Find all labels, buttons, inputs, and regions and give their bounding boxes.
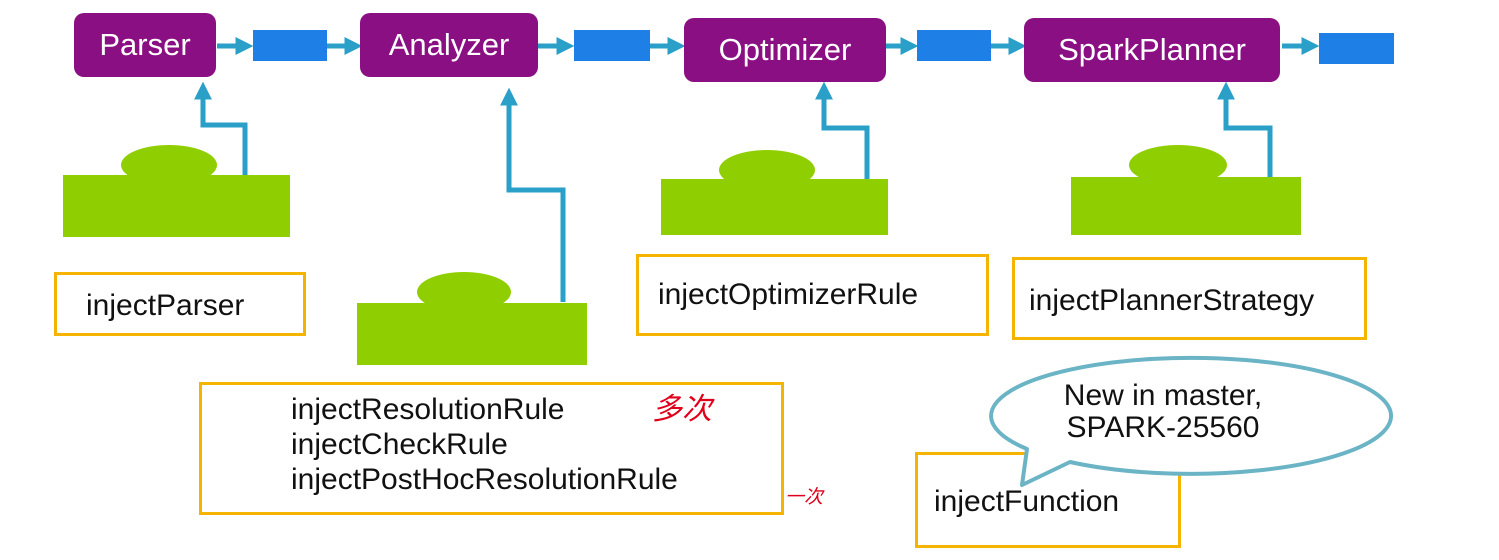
inject-planner-strategy-box: injectPlannerStrategy	[1012, 257, 1367, 340]
callout-text: New in master, SPARK-25560	[1033, 379, 1293, 445]
stage-optimizer: Optimizer	[684, 18, 886, 82]
analyzer-plugin-shape	[357, 272, 587, 365]
stage-parser-label: Parser	[99, 27, 191, 62]
data-box-4	[1319, 33, 1394, 64]
data-box-3	[917, 30, 991, 61]
connector-parser-plug	[194, 81, 248, 180]
stage-sparkplanner-label: SparkPlanner	[1058, 32, 1246, 67]
inject-function-label: injectFunction	[934, 485, 1120, 518]
stage-parser: Parser	[74, 13, 216, 77]
connector-optimizer-plug	[815, 81, 870, 180]
planner-plugin-shape	[1071, 145, 1301, 235]
inject-parser-label: injectParser	[86, 289, 245, 322]
data-box-1	[253, 30, 327, 61]
callout-bubble-outline	[989, 355, 1394, 487]
inject-check-rule-label: injectCheckRule	[291, 427, 508, 461]
stage-sparkplanner: SparkPlanner	[1024, 18, 1280, 82]
stage-analyzer-label: Analyzer	[388, 27, 510, 62]
inject-planner-strategy-label: injectPlannerStrategy	[1029, 284, 1315, 317]
stage-analyzer: Analyzer	[360, 13, 538, 77]
inject-optimizer-rule-label: injectOptimizerRule	[658, 278, 919, 311]
parser-plugin-shape	[63, 145, 290, 237]
callout-line-2: SPARK-25560	[1066, 411, 1260, 445]
inject-post-hoc-resolution-rule-label: injectPostHocResolutionRule	[291, 462, 678, 496]
inject-parser-box: injectParser	[54, 272, 306, 336]
inject-optimizer-rule-box: injectOptimizerRule	[636, 254, 989, 336]
inject-resolution-rule-label: injectResolutionRule	[291, 393, 565, 426]
stage-optimizer-label: Optimizer	[718, 32, 852, 67]
optimizer-plugin-shape	[661, 150, 888, 235]
annotation-once: 一次	[785, 486, 824, 508]
data-box-2	[574, 30, 650, 61]
connector-analyzer-plug	[500, 87, 566, 302]
annotation-multiple-times: 多次	[652, 392, 712, 427]
callout-line-1: New in master,	[1063, 379, 1263, 412]
connector-planner-plug	[1217, 81, 1273, 180]
inject-analyzer-rules-box: injectResolutionRule injectCheckRule inj…	[199, 382, 784, 515]
